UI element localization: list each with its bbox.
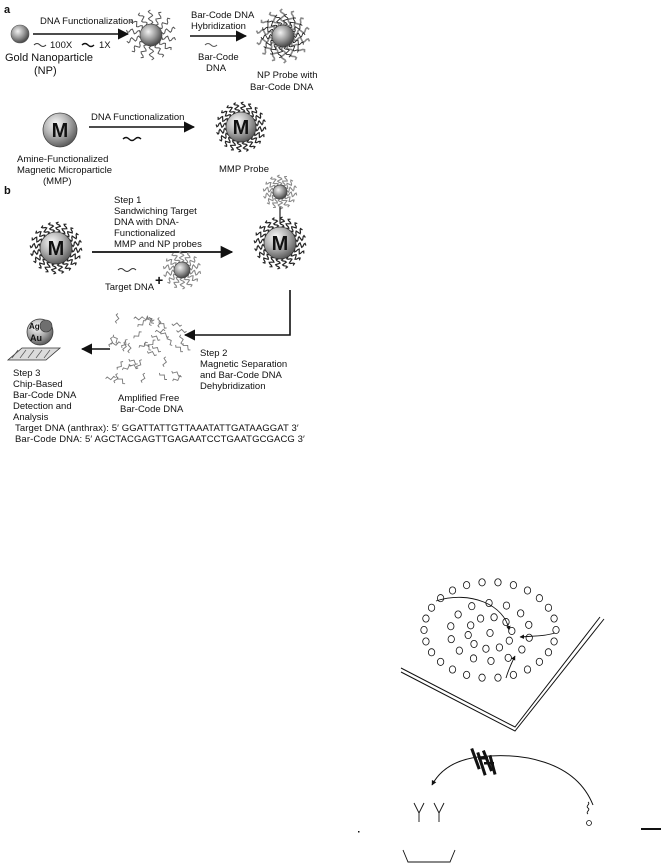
chip-arrows [435, 596, 556, 679]
antibody-icon [433, 802, 445, 822]
dna-functionalized-np-icon [126, 9, 176, 61]
barcode-dna-label-2: DNA [206, 63, 227, 74]
np-probe-icon [255, 8, 311, 64]
target-dna-label: Target DNA [105, 282, 155, 293]
barcode-dna-label-1: Bar-Code [198, 52, 239, 63]
target-dna-sequence: Target DNA (anthrax): 5′ GGATTATTGTTAAAT… [15, 423, 299, 434]
step3-line-2: Chip-Based [13, 379, 63, 390]
panel-b-label: b [4, 185, 11, 197]
dna-functionalization-label: DNA Functionalization [40, 16, 133, 27]
dna-functionalization-label-2: DNA Functionalization [91, 112, 184, 123]
amplified-line-2: Bar-Code DNA [120, 404, 184, 415]
mmp-probe-label: MMP Probe [219, 164, 269, 175]
wave-icon [117, 268, 137, 272]
mmp-label-2: Magnetic Microparticle [17, 165, 112, 176]
step2-line-4: Dehybridization [200, 381, 265, 392]
mmp-m-letter: M [52, 120, 69, 142]
np-probe-icon [262, 174, 298, 210]
barcode-cluster-icon [470, 747, 497, 776]
wave-icon [204, 43, 218, 47]
ratio-1x: 1X [99, 40, 111, 51]
step2-line-2: Magnetic Separation [200, 359, 287, 370]
step3-line-4: Detection and [13, 401, 72, 412]
free-barcode-dna-icon [105, 313, 191, 385]
step1-line-5: MMP and NP probes [114, 239, 202, 250]
mmp-m-letter: M [272, 233, 289, 255]
step2-arrow [183, 290, 291, 341]
plus-sign: + [155, 272, 163, 288]
barcode-hybridization-label-2: Hybridization [191, 21, 246, 32]
wave-icon [33, 43, 47, 47]
np-probe-label-2: Bar-Code DNA [250, 82, 314, 93]
chip-spot-array [420, 578, 560, 682]
magnetic-microparticle-icon [42, 112, 78, 148]
wave-icon [81, 42, 95, 48]
gold-np-label-2: (NP) [34, 65, 57, 77]
step2-line-1: Step 2 [200, 348, 227, 359]
mmp-probe-icon: M [215, 101, 267, 153]
scale-bar [641, 828, 661, 830]
chip-detection-icon: Ag Au [6, 318, 62, 361]
step1-line-1: Step 1 [114, 195, 141, 206]
target-icon [586, 820, 592, 826]
ratio-100x: 100X [50, 40, 73, 51]
barcode-hybridization-label-1: Bar-Code DNA [191, 10, 255, 21]
step1-line-2: Sandwiching Target [114, 206, 197, 217]
step1-line-3: DNA with DNA- [114, 217, 179, 228]
mmp-m-letter: M [48, 238, 65, 260]
well-icon [402, 849, 456, 863]
spotted-chip-sketch [400, 616, 605, 732]
step3-line-5: Analysis [13, 412, 49, 423]
barcode-dna-sequence: Bar-Code DNA: 5′ AGCTACGAGTTGAGAATCCTGAA… [15, 434, 305, 445]
au-label: Au [30, 333, 42, 343]
amplified-line-1: Amplified Free [118, 393, 179, 404]
step2-line-3: and Bar-Code DNA [200, 370, 283, 381]
wave-icon [122, 136, 142, 142]
step3-line-3: Bar-Code DNA [13, 390, 77, 401]
gold-np-label-1: Gold Nanoparticle [5, 52, 93, 64]
mmp-m-letter: M [233, 117, 250, 139]
sandwich-complex-icon: M [253, 216, 307, 270]
gold-nanoparticle-icon [10, 24, 30, 44]
np-probe-label-1: NP Probe with [257, 70, 318, 81]
mmp-label-3: (MMP) [43, 176, 72, 187]
step1-line-4: Functionalized [114, 228, 175, 239]
mmp-probe-icon: M [29, 221, 83, 275]
mmp-label-1: Amine-Functionalized [17, 154, 108, 165]
binding-sketch [358, 747, 661, 863]
antibody-icon [413, 802, 425, 822]
step3-line-1: Step 3 [13, 368, 40, 379]
ag-label: Ag [29, 322, 40, 331]
np-probe-icon [162, 250, 202, 290]
panel-a-label: a [4, 4, 11, 16]
